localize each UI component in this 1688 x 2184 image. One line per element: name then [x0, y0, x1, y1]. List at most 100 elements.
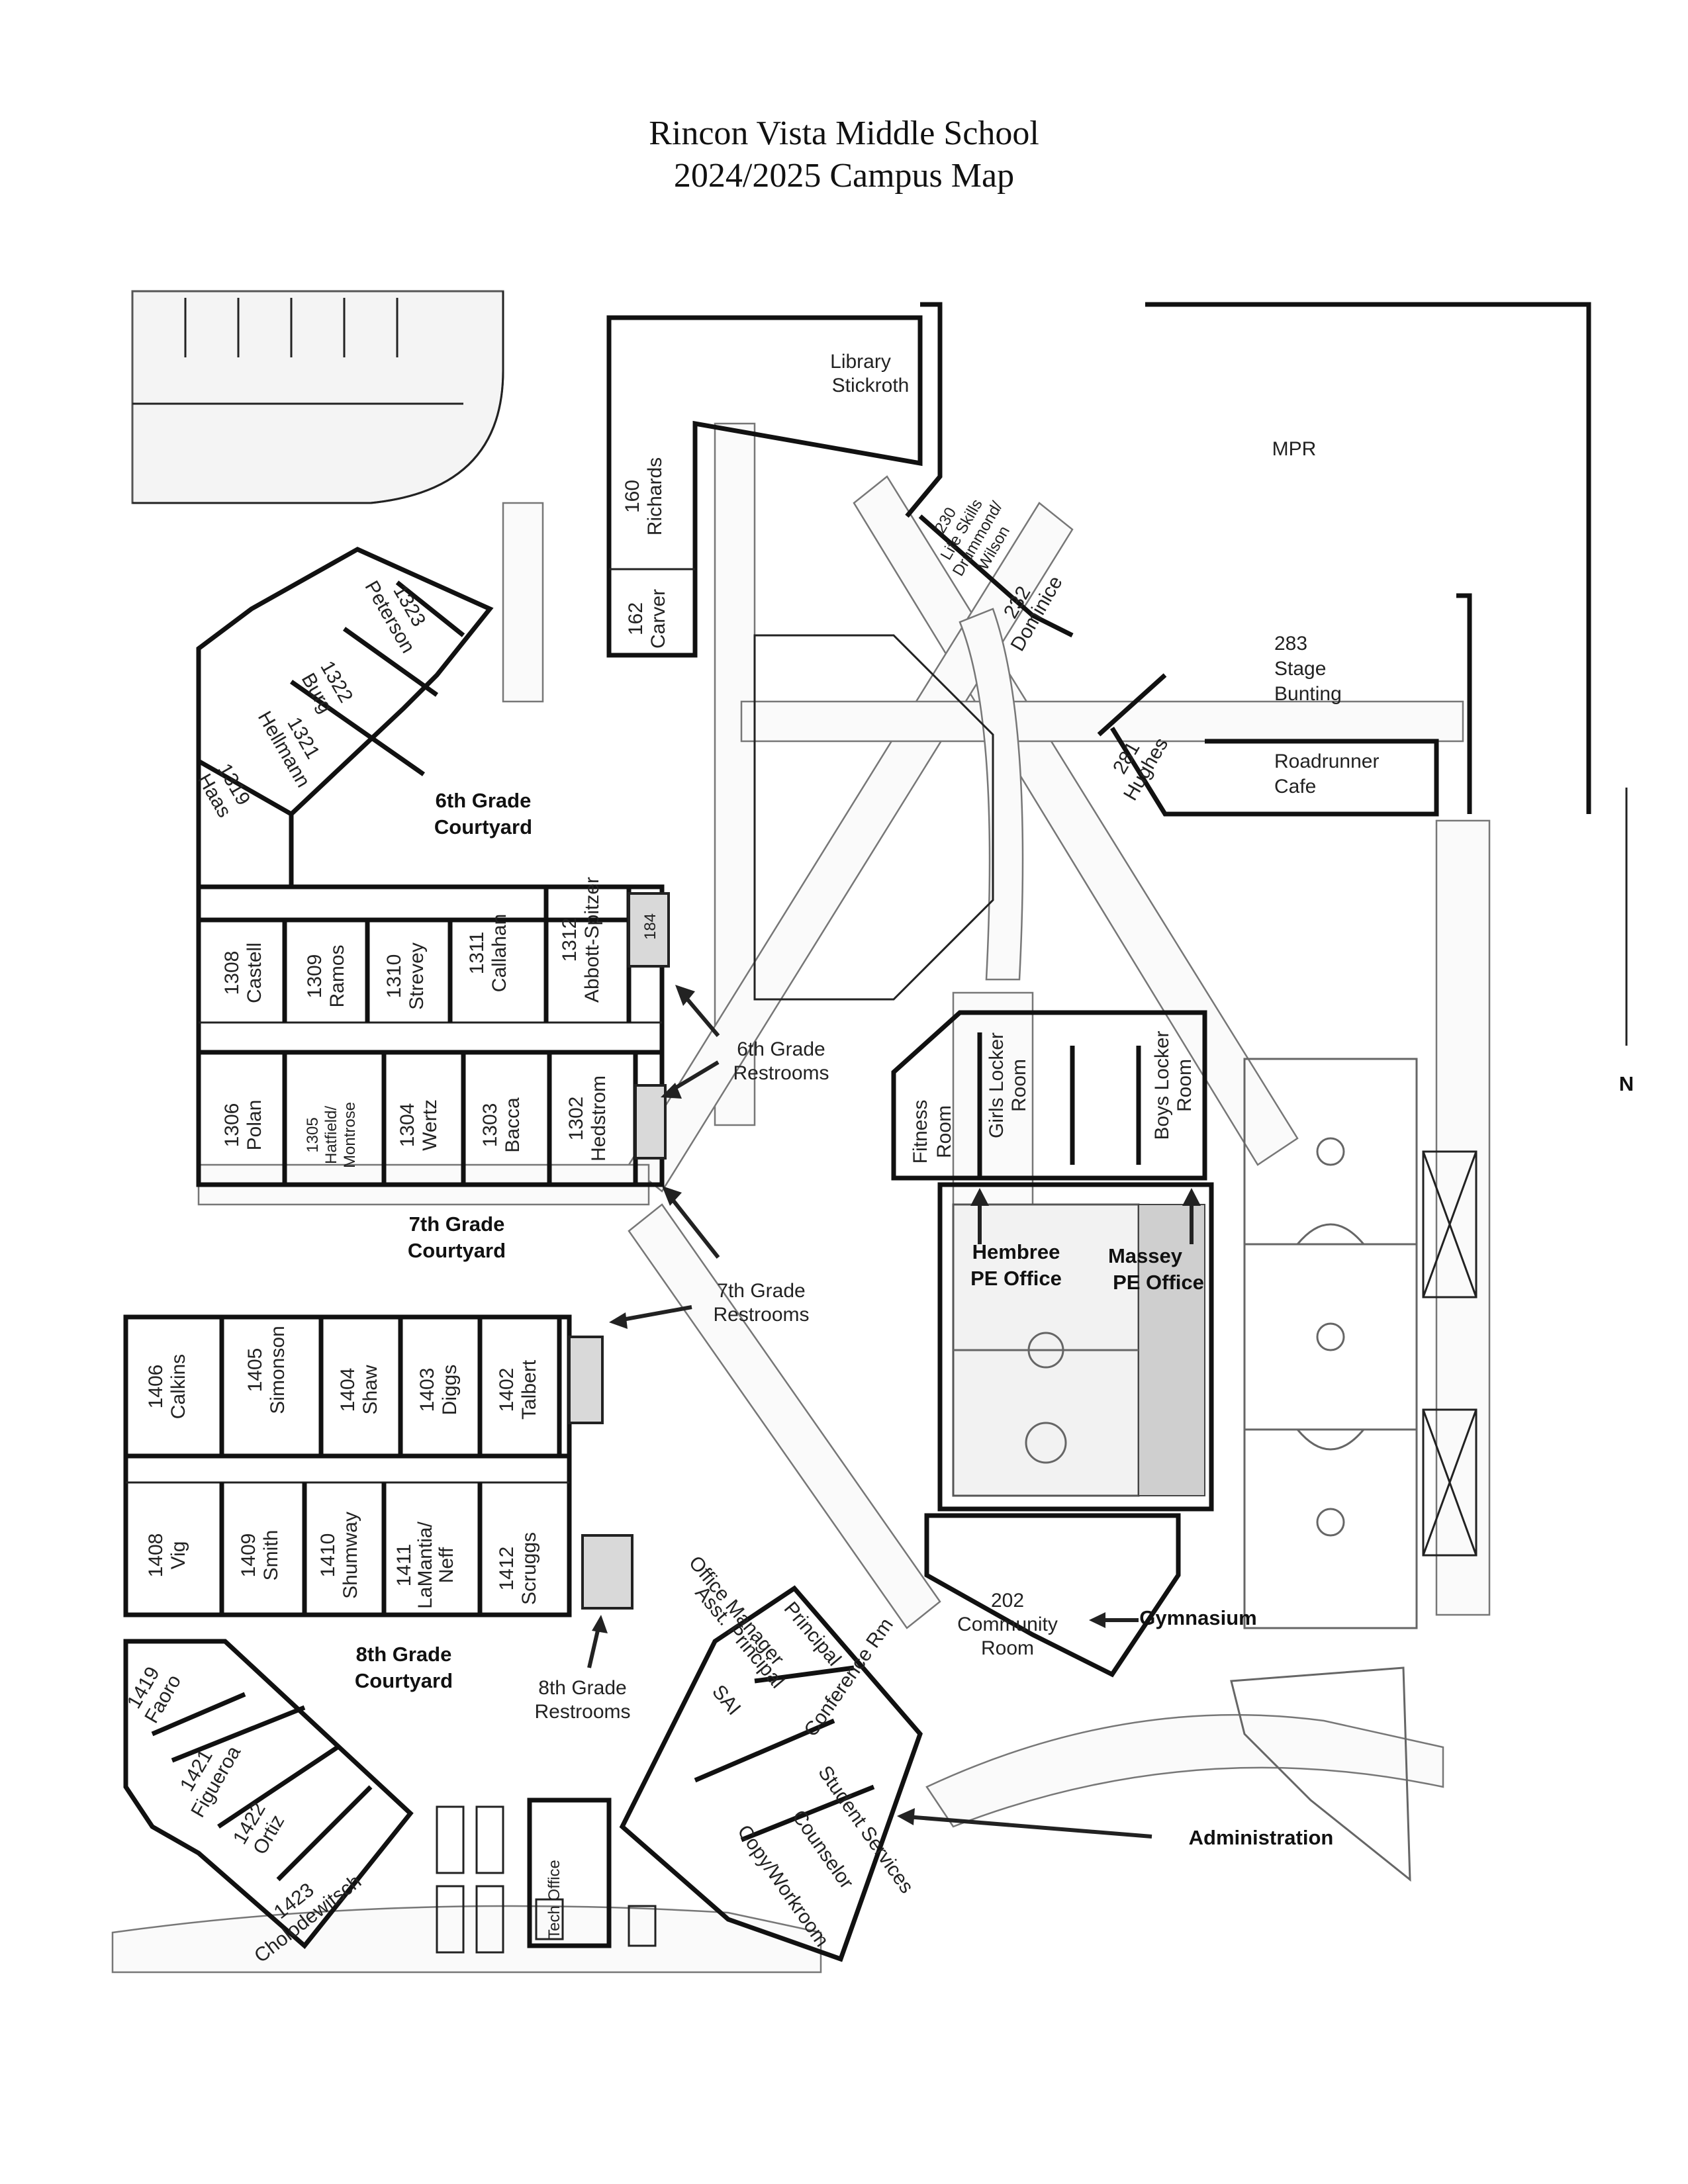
svg-text:1403Diggs: 1403Diggs [416, 1365, 461, 1416]
room-1406-teacher: Calkins [167, 1354, 189, 1419]
room-283-line1: Stage [1274, 658, 1326, 680]
north-label: N [1619, 1072, 1634, 1095]
room-1306-teacher: Polan [244, 1100, 265, 1151]
courtyard-6-line2: Courtyard [434, 815, 532, 839]
room-1406-number: 1406 [145, 1365, 167, 1409]
boys-locker-label-2: Room [1174, 1059, 1196, 1112]
room-283-line2: Bunting [1274, 683, 1342, 705]
walkways [111, 422, 1491, 1974]
room-1410-number: 1410 [317, 1533, 339, 1578]
sai-label: SAI [708, 1681, 745, 1719]
room-1305-number: 1305 [304, 1117, 322, 1152]
room-1404-teacher: Shaw [359, 1365, 381, 1414]
room-1412-teacher: Scruggs [518, 1532, 540, 1605]
room-1309-number: 1309 [304, 954, 326, 999]
school-name: Rincon Vista Middle School [649, 114, 1039, 152]
svg-text:1402Talbert: 1402Talbert [496, 1359, 540, 1420]
room-1310-number: 1310 [383, 954, 405, 999]
room-1405-number: 1405 [244, 1348, 266, 1392]
svg-text:1408Vig: 1408Vig [145, 1533, 189, 1578]
svg-text:Girls LockerRoom: Girls LockerRoom [986, 1032, 1030, 1138]
svg-text:1312Abbott-Spitzer: 1312Abbott-Spitzer [559, 877, 603, 1003]
room-1408-number: 1408 [145, 1533, 167, 1578]
svg-text:1303Bacca: 1303Bacca [479, 1097, 524, 1153]
svg-text:160Richards: 160Richards [622, 457, 666, 535]
room-184-label: 184 [641, 913, 659, 940]
map-year: 2024/2025 Campus Map [673, 157, 1015, 195]
room-1305-teacher-1: Hatfield/ [322, 1106, 340, 1164]
north-arrow: N [1619, 788, 1634, 1095]
svg-text:1410Shumway: 1410Shumway [317, 1512, 361, 1599]
room-1308-teacher: Castell [244, 942, 265, 1003]
girls-locker-label-1: Girls Locker [986, 1032, 1008, 1138]
courtyard-7-line1: 7th Grade [409, 1212, 505, 1236]
room-1411-teacher-2: Neff [436, 1547, 457, 1583]
hembree-label-2: PE Office [970, 1267, 1062, 1290]
admin-building [436, 1585, 923, 1962]
svg-text:1409Smith: 1409Smith [238, 1530, 282, 1581]
svg-text:1419Faoro: 1419Faoro [121, 1660, 185, 1727]
restroom-8-line2: Restrooms [534, 1701, 630, 1723]
room-283-number: 283 [1274, 633, 1307, 655]
svg-text:1308Castell: 1308Castell [221, 942, 265, 1003]
center-plaza [753, 634, 994, 1001]
room-1302-teacher: Hedstrom [588, 1075, 610, 1161]
fitness-label-2: Room [933, 1105, 955, 1158]
gymnasium-label: Gymnasium [1139, 1606, 1256, 1629]
room-1403-number: 1403 [416, 1368, 438, 1412]
svg-text:1405Simonson: 1405Simonson [244, 1326, 289, 1414]
room-1412-number: 1412 [496, 1547, 518, 1591]
restroom-7-line1: 7th Grade [717, 1280, 805, 1302]
room-1411-number: 1411 [393, 1544, 415, 1587]
library-teacher: Stickroth [832, 375, 910, 396]
room-1408-teacher: Vig [167, 1541, 189, 1570]
restroom-7-line2: Restrooms [713, 1304, 809, 1326]
room-1303-number: 1303 [479, 1103, 501, 1148]
room-1409-number: 1409 [238, 1533, 259, 1578]
boys-locker-label-1: Boys Locker [1151, 1030, 1173, 1140]
building-1400-wing [123, 1314, 633, 1950]
room-162-teacher: Carver [647, 589, 669, 649]
building-1300-wing [196, 547, 670, 1187]
girls-locker-label-2: Room [1008, 1059, 1030, 1112]
north-buildings [606, 302, 1591, 817]
room-1303-teacher: Bacca [502, 1097, 524, 1153]
room-1312-teacher: Abbott-Spitzer [581, 877, 603, 1003]
courtyard-6-line1: 6th Grade [436, 789, 532, 812]
svg-text:1311Callahan: 1311Callahan [466, 914, 510, 992]
room-1310-teacher: Strevey [406, 942, 428, 1010]
cafe-label-1: Roadrunner [1274, 751, 1379, 772]
svg-text:1306Polan: 1306Polan [221, 1100, 265, 1151]
room-1410-teacher: Shumway [340, 1512, 361, 1599]
office-manager-label: Office Manager [684, 1552, 788, 1670]
room-160-number: 160 [622, 480, 643, 513]
room-1312-number: 1312 [559, 918, 581, 962]
courtyard-8-line1: 8th Grade [356, 1643, 452, 1666]
restroom-6-line2: Restrooms [733, 1062, 829, 1084]
svg-text:1322Burg: 1322Burg [297, 657, 357, 717]
tech-office-label: Tech Office [545, 1860, 563, 1939]
room-202-line2: Room [981, 1637, 1034, 1659]
svg-text:1319Haas: 1319Haas [193, 759, 255, 821]
svg-text:1412Scruggs: 1412Scruggs [496, 1532, 540, 1605]
svg-text:1309Ramos: 1309Ramos [304, 944, 348, 1007]
room-202-line1: Community [957, 1614, 1058, 1635]
room-1304-number: 1304 [397, 1103, 418, 1148]
cafe-label-2: Cafe [1274, 776, 1316, 797]
mpr-label: MPR [1272, 438, 1317, 460]
svg-text:1404Shaw: 1404Shaw [337, 1365, 381, 1414]
room-1402-teacher: Talbert [518, 1359, 540, 1420]
parking-lot [131, 290, 504, 504]
restroom-6-line1: 6th Grade [737, 1038, 825, 1060]
